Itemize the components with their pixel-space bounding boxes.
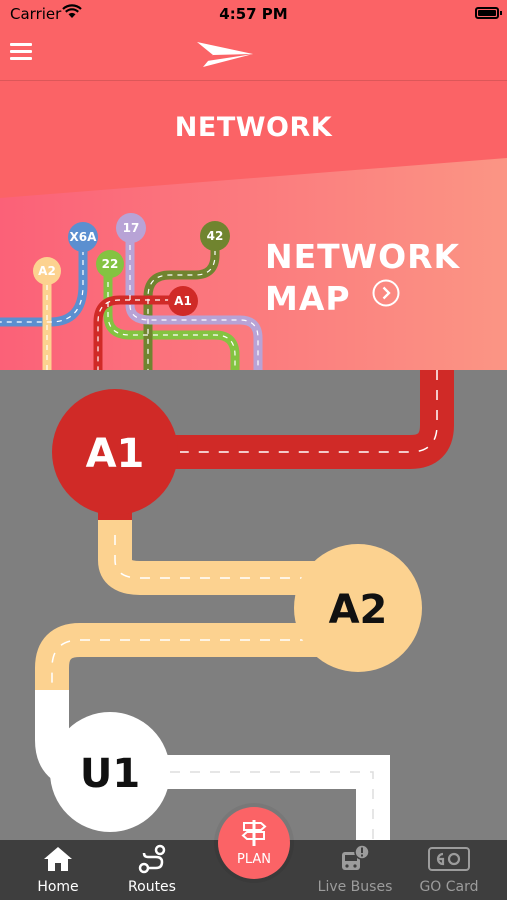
route-label-a1: A1 [86,431,145,477]
network-map-illustration: A2 X6A 22 17 A1 42 [0,213,263,370]
tab-live-buses[interactable]: Live Buses [305,840,405,900]
map-badge-a1: A1 [174,294,192,308]
go-card-icon [428,847,470,871]
page-title: NETWORK [174,112,333,143]
network-map-line2: MAP [265,279,351,318]
tab-go-card-label: GO Card [419,879,479,895]
map-badge-17: 17 [123,221,140,235]
routes-illustration[interactable]: A1 A2 U1 [0,370,507,840]
tab-routes-label: Routes [128,879,176,895]
app-header [0,30,507,81]
clock: 4:57 PM [219,5,288,23]
map-badge-a2: A2 [38,264,56,278]
tab-go-card[interactable]: GO Card [399,840,499,900]
banner-background [0,81,507,370]
network-map-label[interactable]: NETWORK MAP [265,236,460,320]
network-map-line1: NETWORK [265,237,461,276]
battery-icon [475,7,502,19]
carrier-label: Carrier [10,5,62,23]
map-badge-42: 42 [207,229,224,243]
tab-home[interactable]: Home [8,840,108,900]
bus-alert-icon [342,844,370,870]
map-badge-22: 22 [102,257,119,271]
hamburger-menu-icon[interactable] [10,41,32,63]
tab-home-label: Home [37,879,79,895]
chevron-right-circle-icon[interactable] [372,279,400,307]
signpost-icon [241,820,267,846]
plan-button-label: PLAN [237,852,271,867]
wifi-icon [62,4,82,18]
plan-button[interactable]: PLAN [218,807,290,879]
tab-live-buses-label: Live Buses [317,879,393,895]
status-bar: Carrier 4:57 PM [0,0,507,30]
home-icon [44,847,72,871]
paper-plane-logo-icon [197,42,253,67]
route-label-a2: A2 [329,587,388,633]
route-label-u1: U1 [80,751,140,797]
network-map-card[interactable]: A2 X6A 22 17 A1 42 [0,196,507,370]
tab-routes[interactable]: Routes [102,840,202,900]
map-badge-x6a: X6A [70,230,98,244]
route-icon [138,844,166,874]
